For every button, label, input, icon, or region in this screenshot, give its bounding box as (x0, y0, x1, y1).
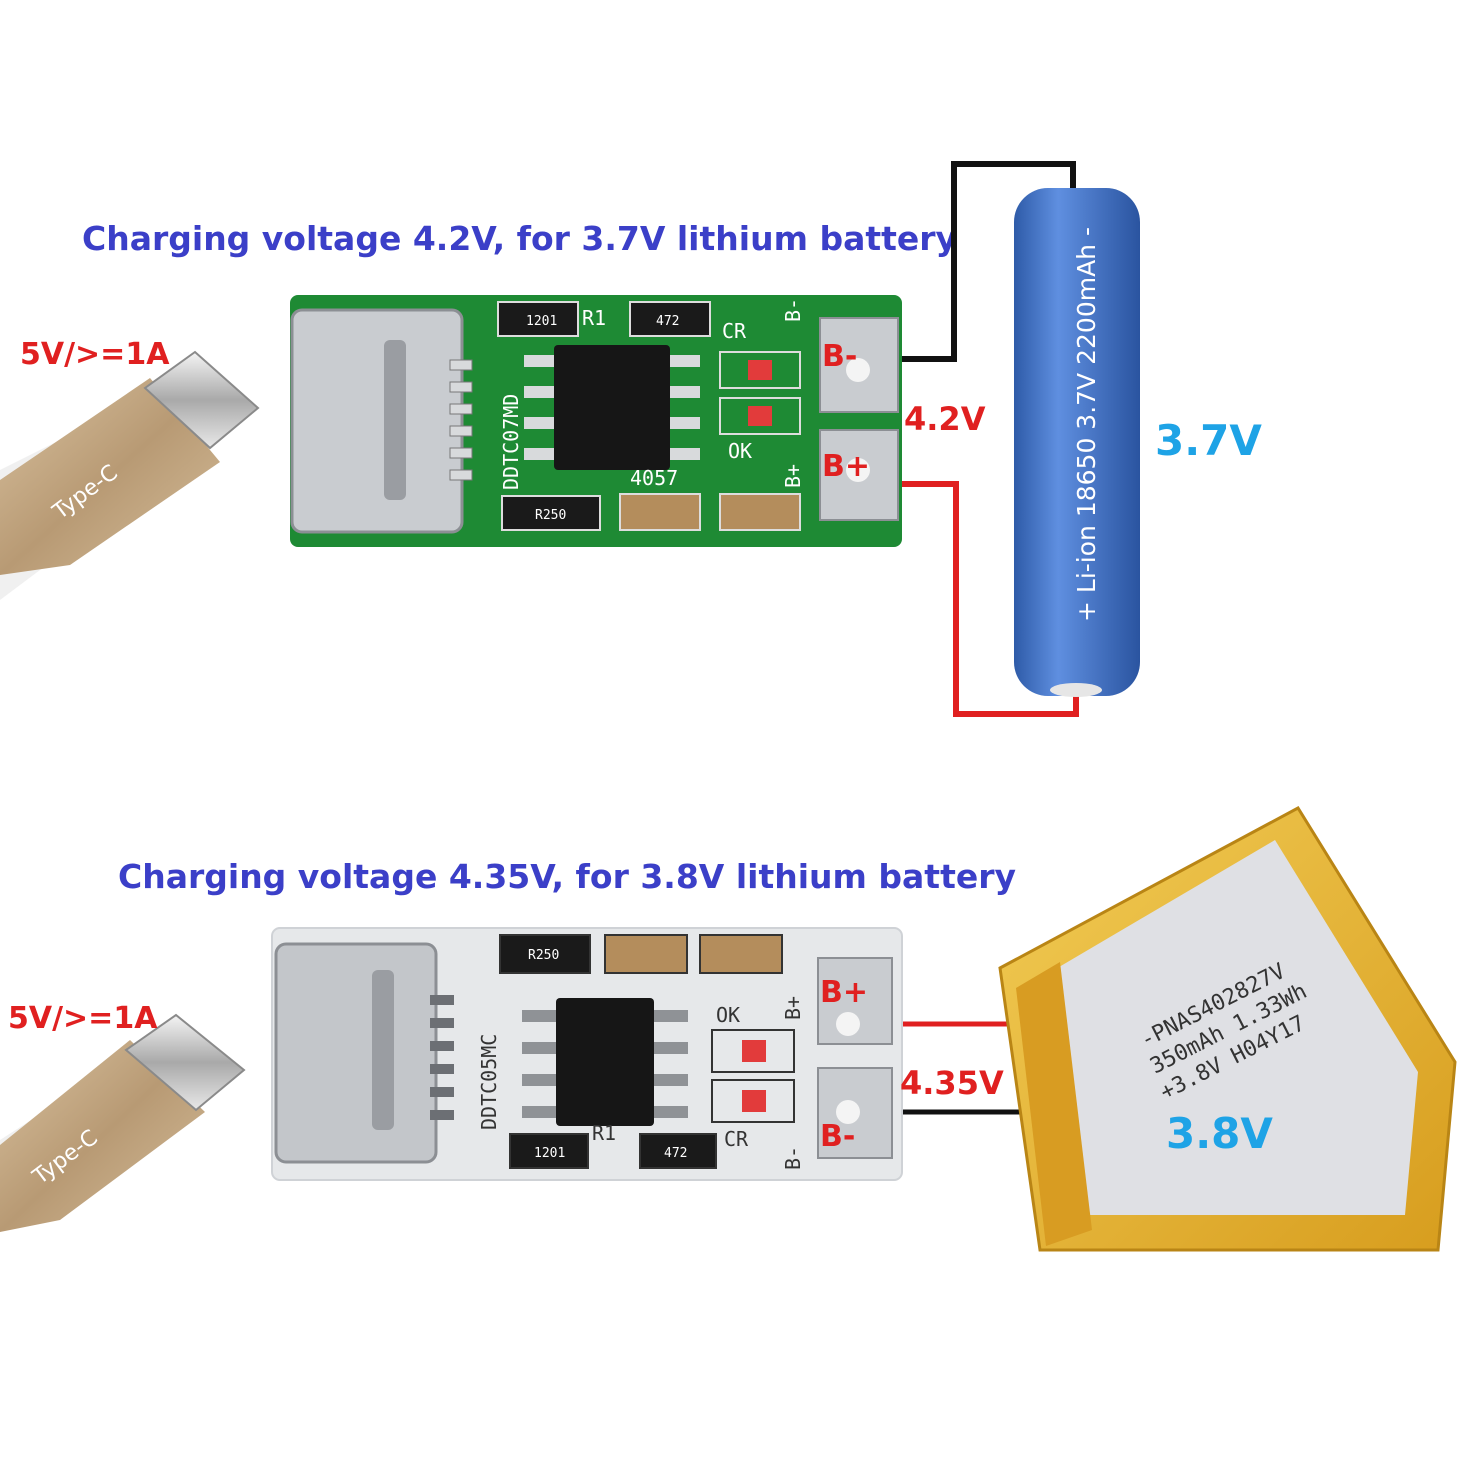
bottom-silk-cr: CR (724, 1127, 749, 1151)
top-led-ok (719, 397, 801, 435)
top-silk-r1: R1 (582, 306, 606, 330)
bottom-capacitor (604, 934, 688, 974)
bottom-charger-ic (522, 998, 688, 1126)
top-negative-wire (870, 161, 1076, 362)
top-silk-bminus: B- (781, 298, 805, 322)
bottom-silk-bminus: B- (781, 1146, 805, 1170)
bottom-usb-c-socket (274, 942, 438, 1164)
svg-text:R250: R250 (535, 508, 566, 523)
top-title: Charging voltage 4.2V, for 3.7V lithium … (82, 219, 957, 258)
top-charge-voltage: 4.2V (904, 400, 986, 438)
svg-text:1201: 1201 (526, 314, 557, 329)
bottom-pad-minus-label: B- (820, 1119, 855, 1154)
top-silk-ok: OK (728, 439, 752, 463)
top-silk-cr: CR (722, 319, 747, 343)
svg-text:472: 472 (656, 314, 679, 329)
top-positive-wire (872, 481, 1079, 717)
bottom-silk-ok: OK (716, 1003, 740, 1027)
top-led-cr (719, 351, 801, 389)
top-resistor-472: 472 (629, 301, 711, 337)
top-resistor-r250: R250 (501, 495, 601, 531)
bottom-resistor-1201: 1201 (509, 1133, 589, 1169)
bottom-pouch-battery: -PNAS402827V 350mAh 1.33Wh +3.8V H04Y17 (998, 806, 1457, 1252)
bottom-led-cr (711, 1079, 795, 1123)
bottom-board-id: DDTC05MC (477, 1034, 501, 1130)
top-battery-voltage: 3.7V (1155, 416, 1262, 465)
svg-text:472: 472 (664, 1146, 687, 1161)
bottom-battery-voltage: 3.8V (1166, 1109, 1273, 1158)
top-capacitor (719, 493, 801, 531)
top-pad-plus-label: B+ (822, 449, 870, 484)
top-usb-c-cable: Type-C (0, 350, 260, 600)
bottom-led-ok (711, 1029, 795, 1073)
bottom-charger-board: R250 1201 472 R1 OK CR B+ B- (271, 927, 903, 1181)
top-board-id: DDTC07MD (499, 394, 523, 490)
svg-text:R250: R250 (528, 948, 559, 963)
bottom-silk-r1: R1 (592, 1121, 616, 1145)
top-input-label: 5V/>=1A (20, 337, 170, 372)
top-usb-c-socket (290, 308, 464, 534)
bottom-input-label: 5V/>=1A (8, 1001, 158, 1036)
svg-text:1201: 1201 (534, 1146, 565, 1161)
top-capacitor (619, 493, 701, 531)
bottom-resistor-472: 472 (639, 1133, 717, 1169)
bottom-capacitor (699, 934, 783, 974)
bottom-silk-bplus: B+ (781, 996, 805, 1020)
top-charger-ic (524, 345, 700, 470)
top-resistor-1201: 1201 (497, 301, 579, 337)
top-silk-bplus: B+ (781, 464, 805, 488)
bottom-charge-voltage: 4.35V (900, 1064, 1004, 1102)
bottom-title: Charging voltage 4.35V, for 3.8V lithium… (118, 857, 1016, 896)
top-pad-minus-label: B- (822, 339, 857, 374)
bottom-usb-c-cable: Type-C (0, 1013, 246, 1232)
top-battery-print: + Li-ion 18650 3.7V 2200mAh - (1072, 227, 1101, 622)
top-charger-board: 1201 472 R250 R1 CR (290, 295, 902, 547)
bottom-resistor-r250: R250 (499, 934, 591, 974)
top-18650-battery: + Li-ion 18650 3.7V 2200mAh - (1014, 188, 1140, 697)
bottom-pad-plus-label: B+ (820, 975, 868, 1010)
top-silk-ic: 4057 (630, 466, 678, 490)
